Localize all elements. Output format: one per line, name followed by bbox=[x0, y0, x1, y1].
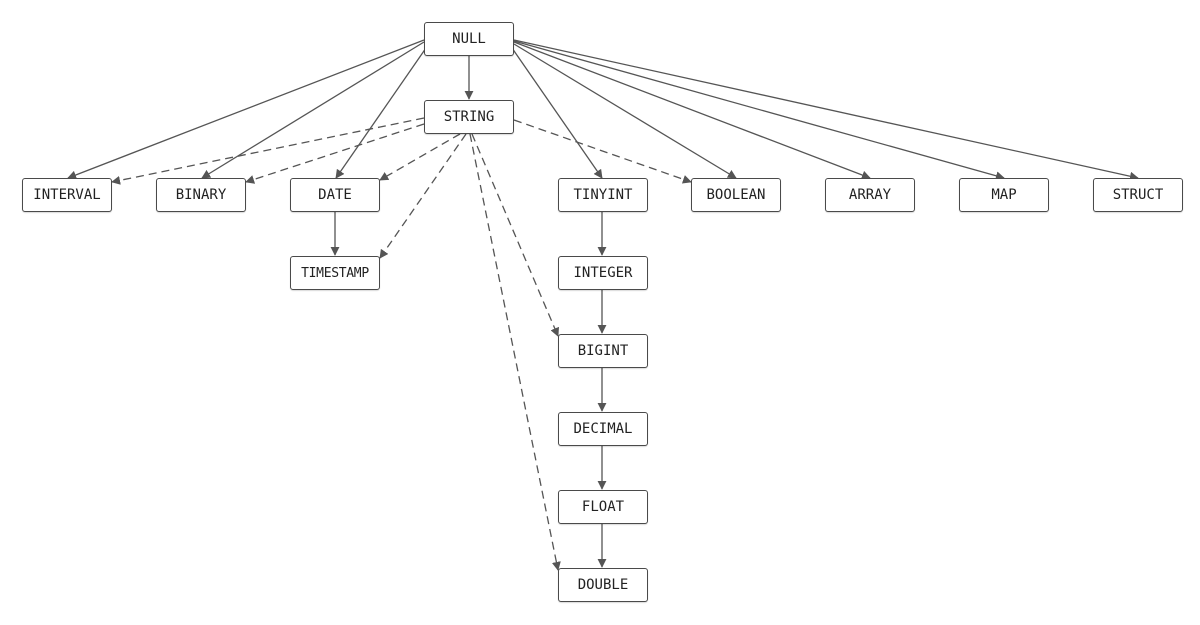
edge-string-to-interval-dashed bbox=[111, 117, 425, 185]
edge-null-to-binary-solid bbox=[201, 41, 425, 179]
node-map: MAP bbox=[959, 178, 1049, 212]
edge-string-to-binary-dashed bbox=[245, 123, 425, 184]
node-boolean: BOOLEAN bbox=[691, 178, 781, 212]
node-struct: STRUCT bbox=[1093, 178, 1183, 212]
node-float: FLOAT bbox=[558, 490, 648, 524]
edge-string-to-double-dashed bbox=[469, 133, 561, 571]
node-timestamp: TIMESTAMP bbox=[290, 256, 380, 290]
node-bigint: BIGINT bbox=[558, 334, 648, 368]
node-tinyint: TINYINT bbox=[558, 178, 648, 212]
edge-null-to-date-solid bbox=[335, 47, 427, 179]
node-decimal: DECIMAL bbox=[558, 412, 648, 446]
edge-string-to-timestamp-dashed bbox=[379, 133, 467, 259]
edge-null-to-struct-solid bbox=[513, 39, 1139, 181]
node-binary: BINARY bbox=[156, 178, 246, 212]
node-integer: INTEGER bbox=[558, 256, 648, 290]
edge-string-to-boolean-dashed bbox=[513, 119, 692, 184]
node-interval: INTERVAL bbox=[22, 178, 112, 212]
node-date: DATE bbox=[290, 178, 380, 212]
node-null: NULL bbox=[424, 22, 514, 56]
edge-null-to-array-solid bbox=[513, 41, 871, 180]
node-string: STRING bbox=[424, 100, 514, 134]
edge-string-to-date-dashed bbox=[379, 133, 461, 181]
node-array: ARRAY bbox=[825, 178, 915, 212]
edge-null-to-boolean-solid bbox=[513, 43, 737, 179]
edge-string-to-bigint-dashed bbox=[471, 133, 559, 337]
edge-null-to-tinyint-solid bbox=[511, 47, 603, 179]
edge-null-to-interval-solid bbox=[67, 39, 425, 180]
edge-null-to-map-solid bbox=[513, 40, 1005, 181]
node-double: DOUBLE bbox=[558, 568, 648, 602]
